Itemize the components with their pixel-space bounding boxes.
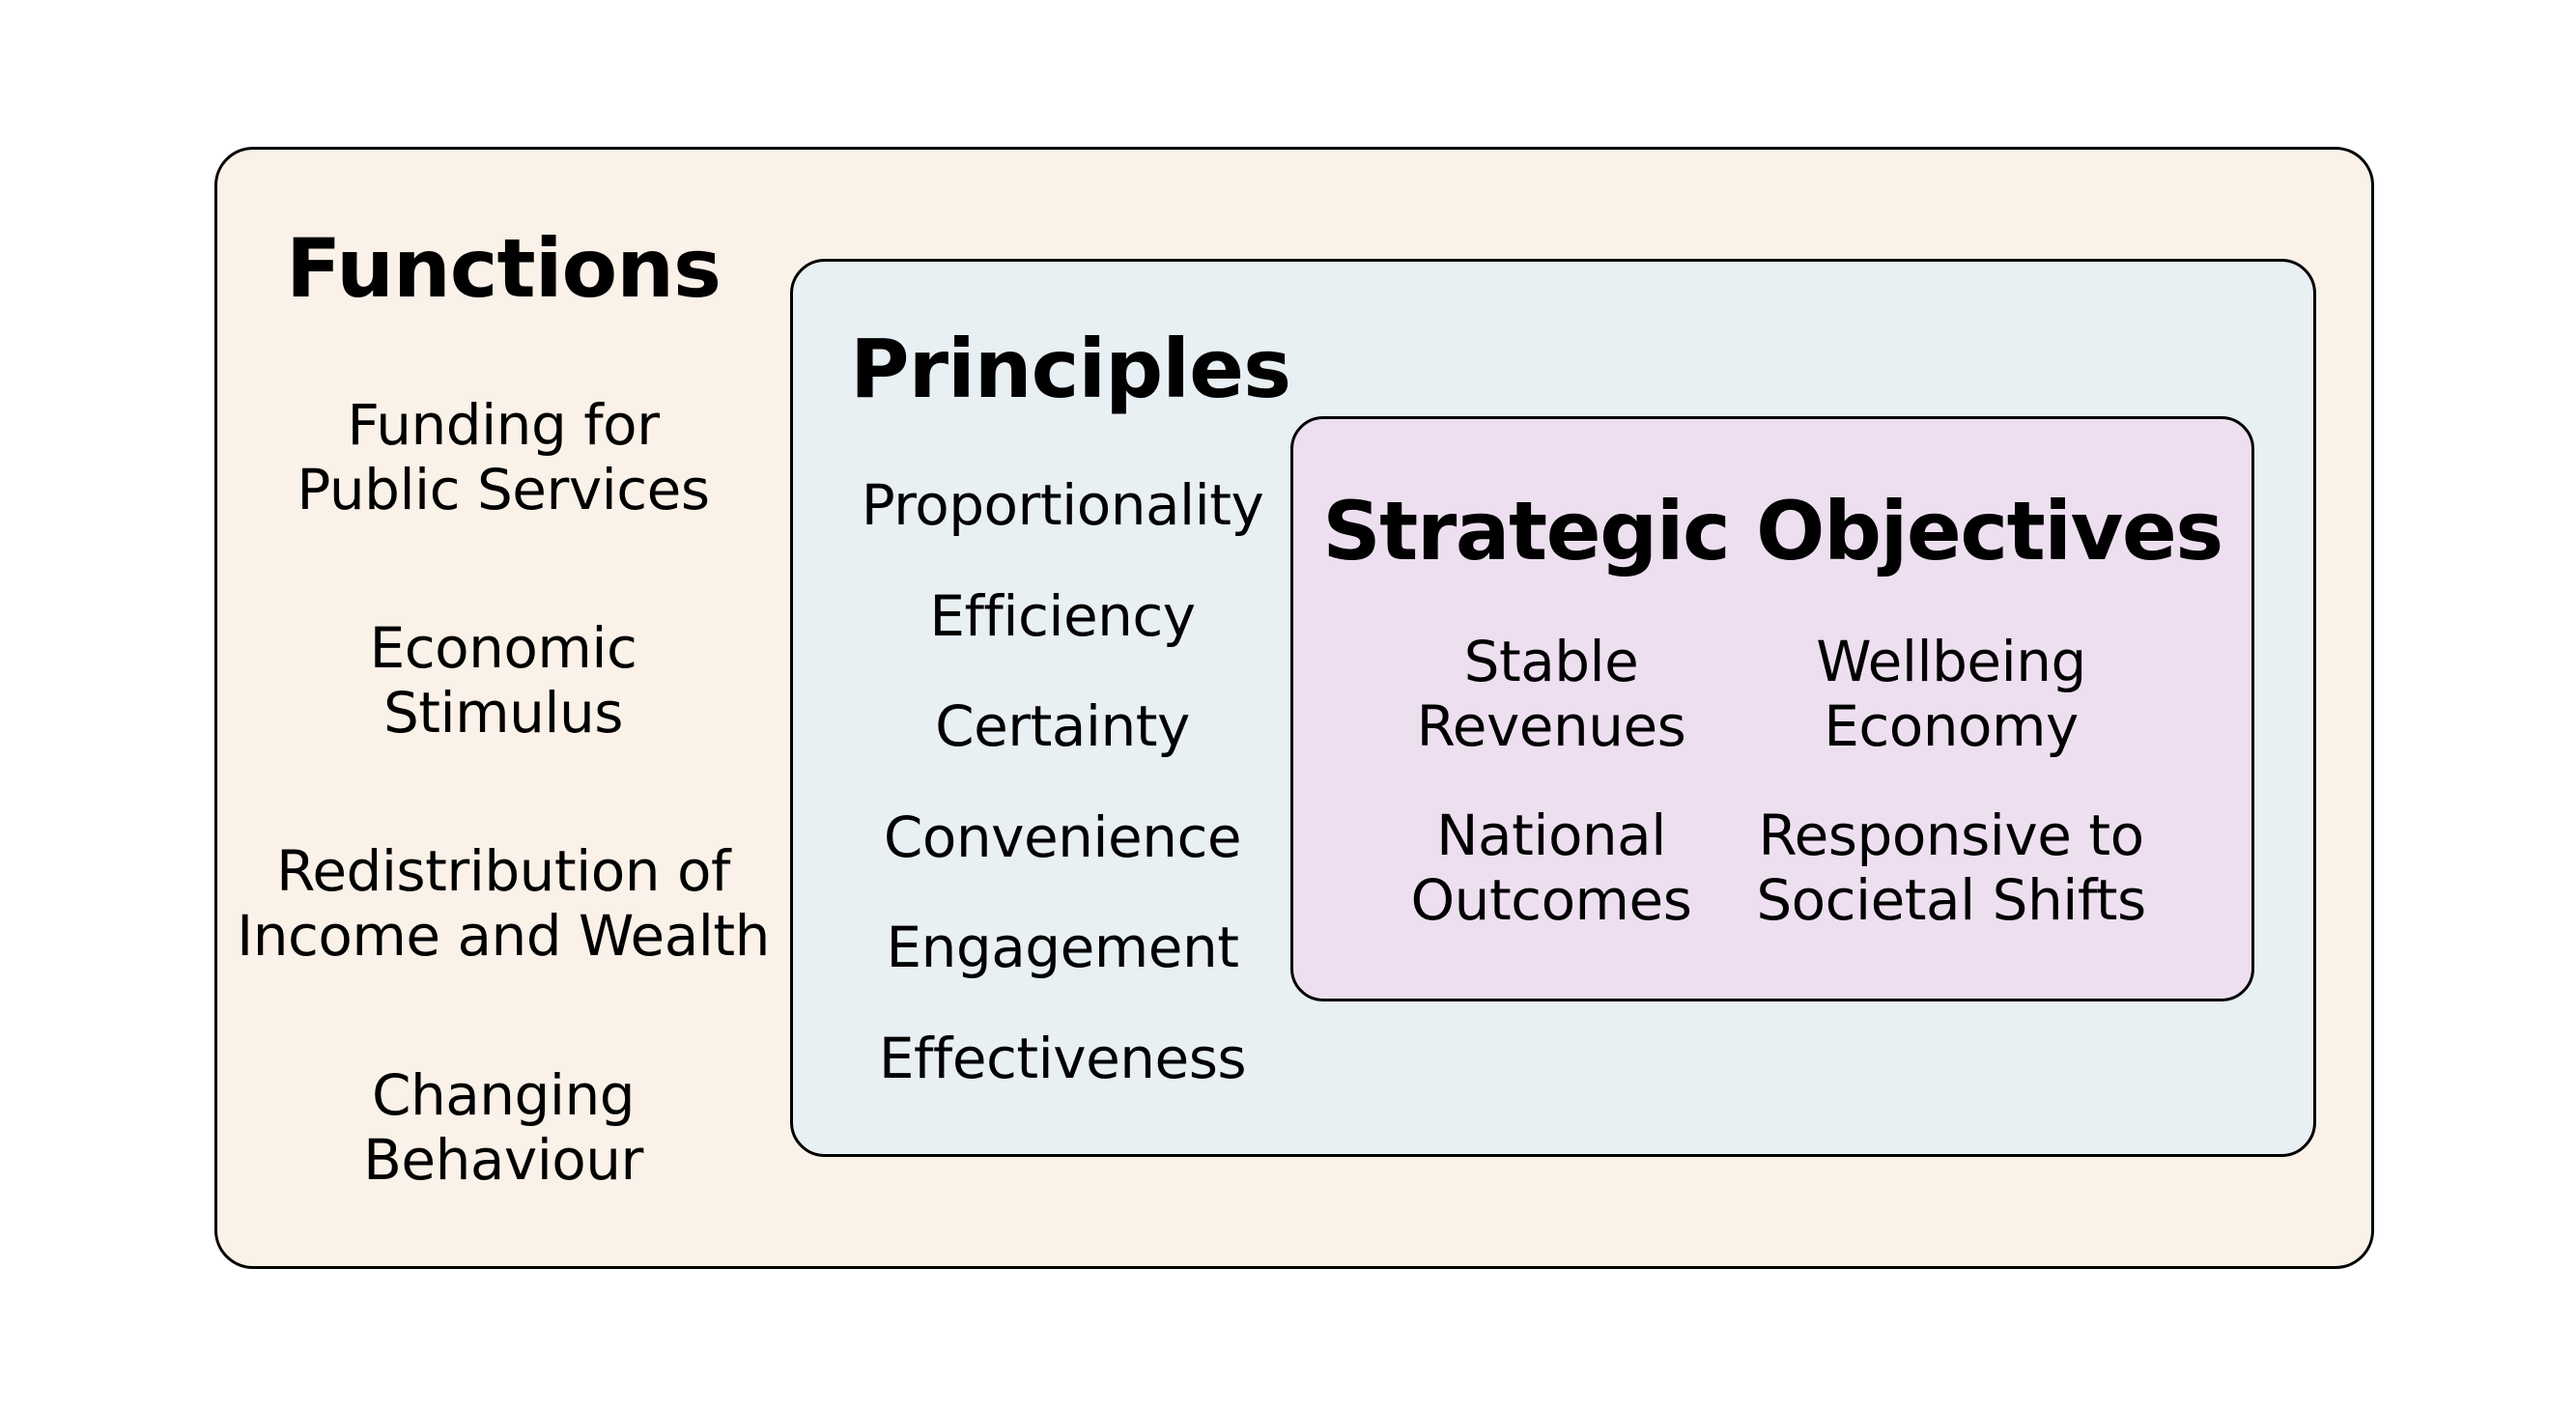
strategic-objectives-box — [1290, 416, 2254, 1001]
principle-item-effectiveness: Effectiveness — [878, 1026, 1247, 1091]
principle-item-efficiency: Efficiency — [929, 583, 1196, 649]
principle-item-convenience: Convenience — [883, 804, 1242, 870]
principle-item-proportionality: Proportionality — [861, 472, 1264, 538]
principle-item-engagement: Engagement — [886, 915, 1239, 980]
principles-title: Principles — [850, 322, 1291, 416]
principle-item-certainty: Certainty — [935, 693, 1190, 759]
functions-title: Functions — [285, 221, 722, 316]
strategic-objectives-title: Strategic Objectives — [1322, 484, 2223, 578]
